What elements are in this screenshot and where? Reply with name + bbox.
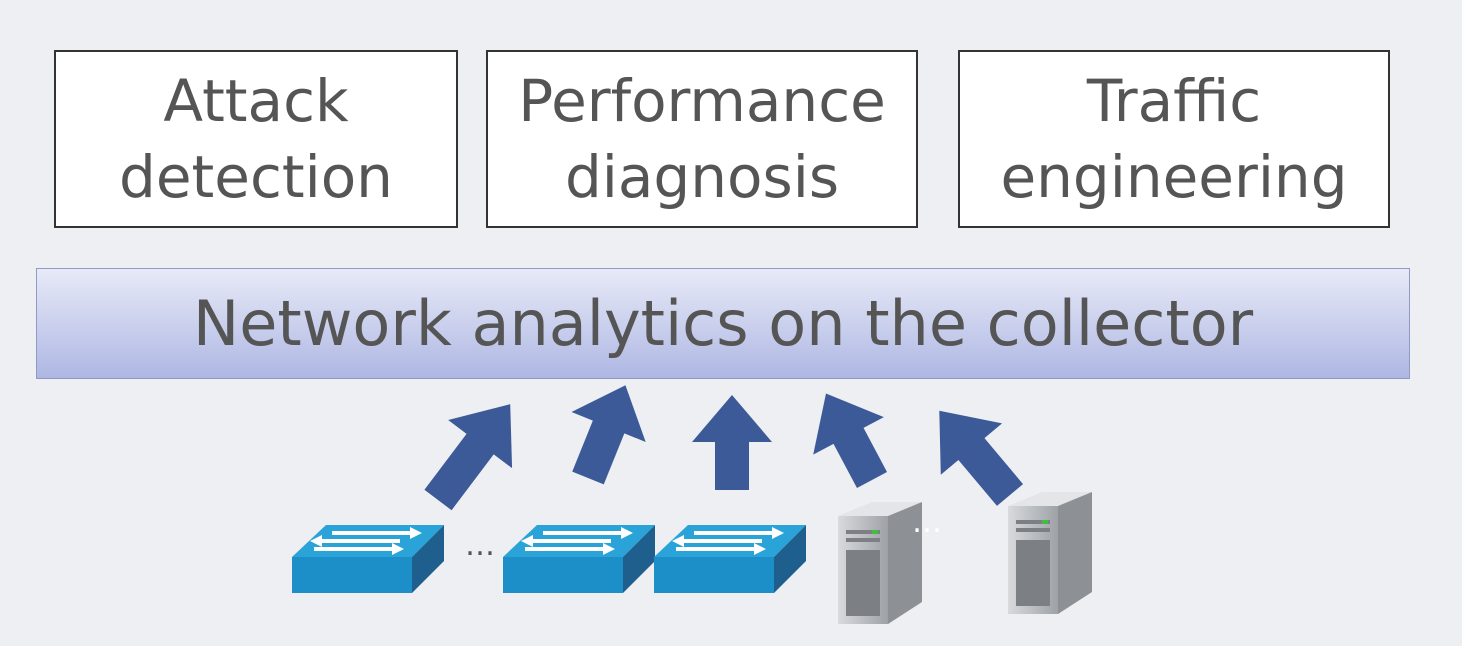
server-icon bbox=[1008, 492, 1092, 614]
up-arrow-icon bbox=[692, 395, 772, 490]
switch-icon bbox=[503, 525, 655, 593]
ellipsis-switches: … bbox=[465, 528, 495, 563]
switch-icon bbox=[654, 525, 806, 593]
traffic-engineering-box: Traffic engineering bbox=[958, 50, 1390, 228]
switch-icon bbox=[292, 525, 444, 593]
performance-diagnosis-line1: Performance bbox=[518, 67, 886, 135]
up-arrow-icon bbox=[571, 385, 646, 485]
attack-detection-box: Attack detection bbox=[54, 50, 458, 228]
performance-diagnosis-box: Performance diagnosis bbox=[486, 50, 918, 228]
up-arrow-icon bbox=[813, 393, 888, 488]
up-arrow-icon bbox=[939, 410, 1024, 506]
collector-label: Network analytics on the collector bbox=[192, 287, 1254, 360]
up-arrow-icon bbox=[424, 404, 513, 511]
traffic-engineering-line1: Traffic bbox=[1086, 67, 1262, 135]
performance-diagnosis-line2: diagnosis bbox=[564, 143, 840, 211]
traffic-engineering-line2: engineering bbox=[1000, 143, 1348, 211]
collector-bar: Network analytics on the collector bbox=[36, 268, 1410, 379]
attack-detection-line1: Attack bbox=[163, 67, 349, 135]
attack-detection-line2: detection bbox=[119, 143, 393, 211]
server-icon bbox=[838, 502, 922, 624]
ellipsis-servers: … bbox=[912, 505, 942, 540]
